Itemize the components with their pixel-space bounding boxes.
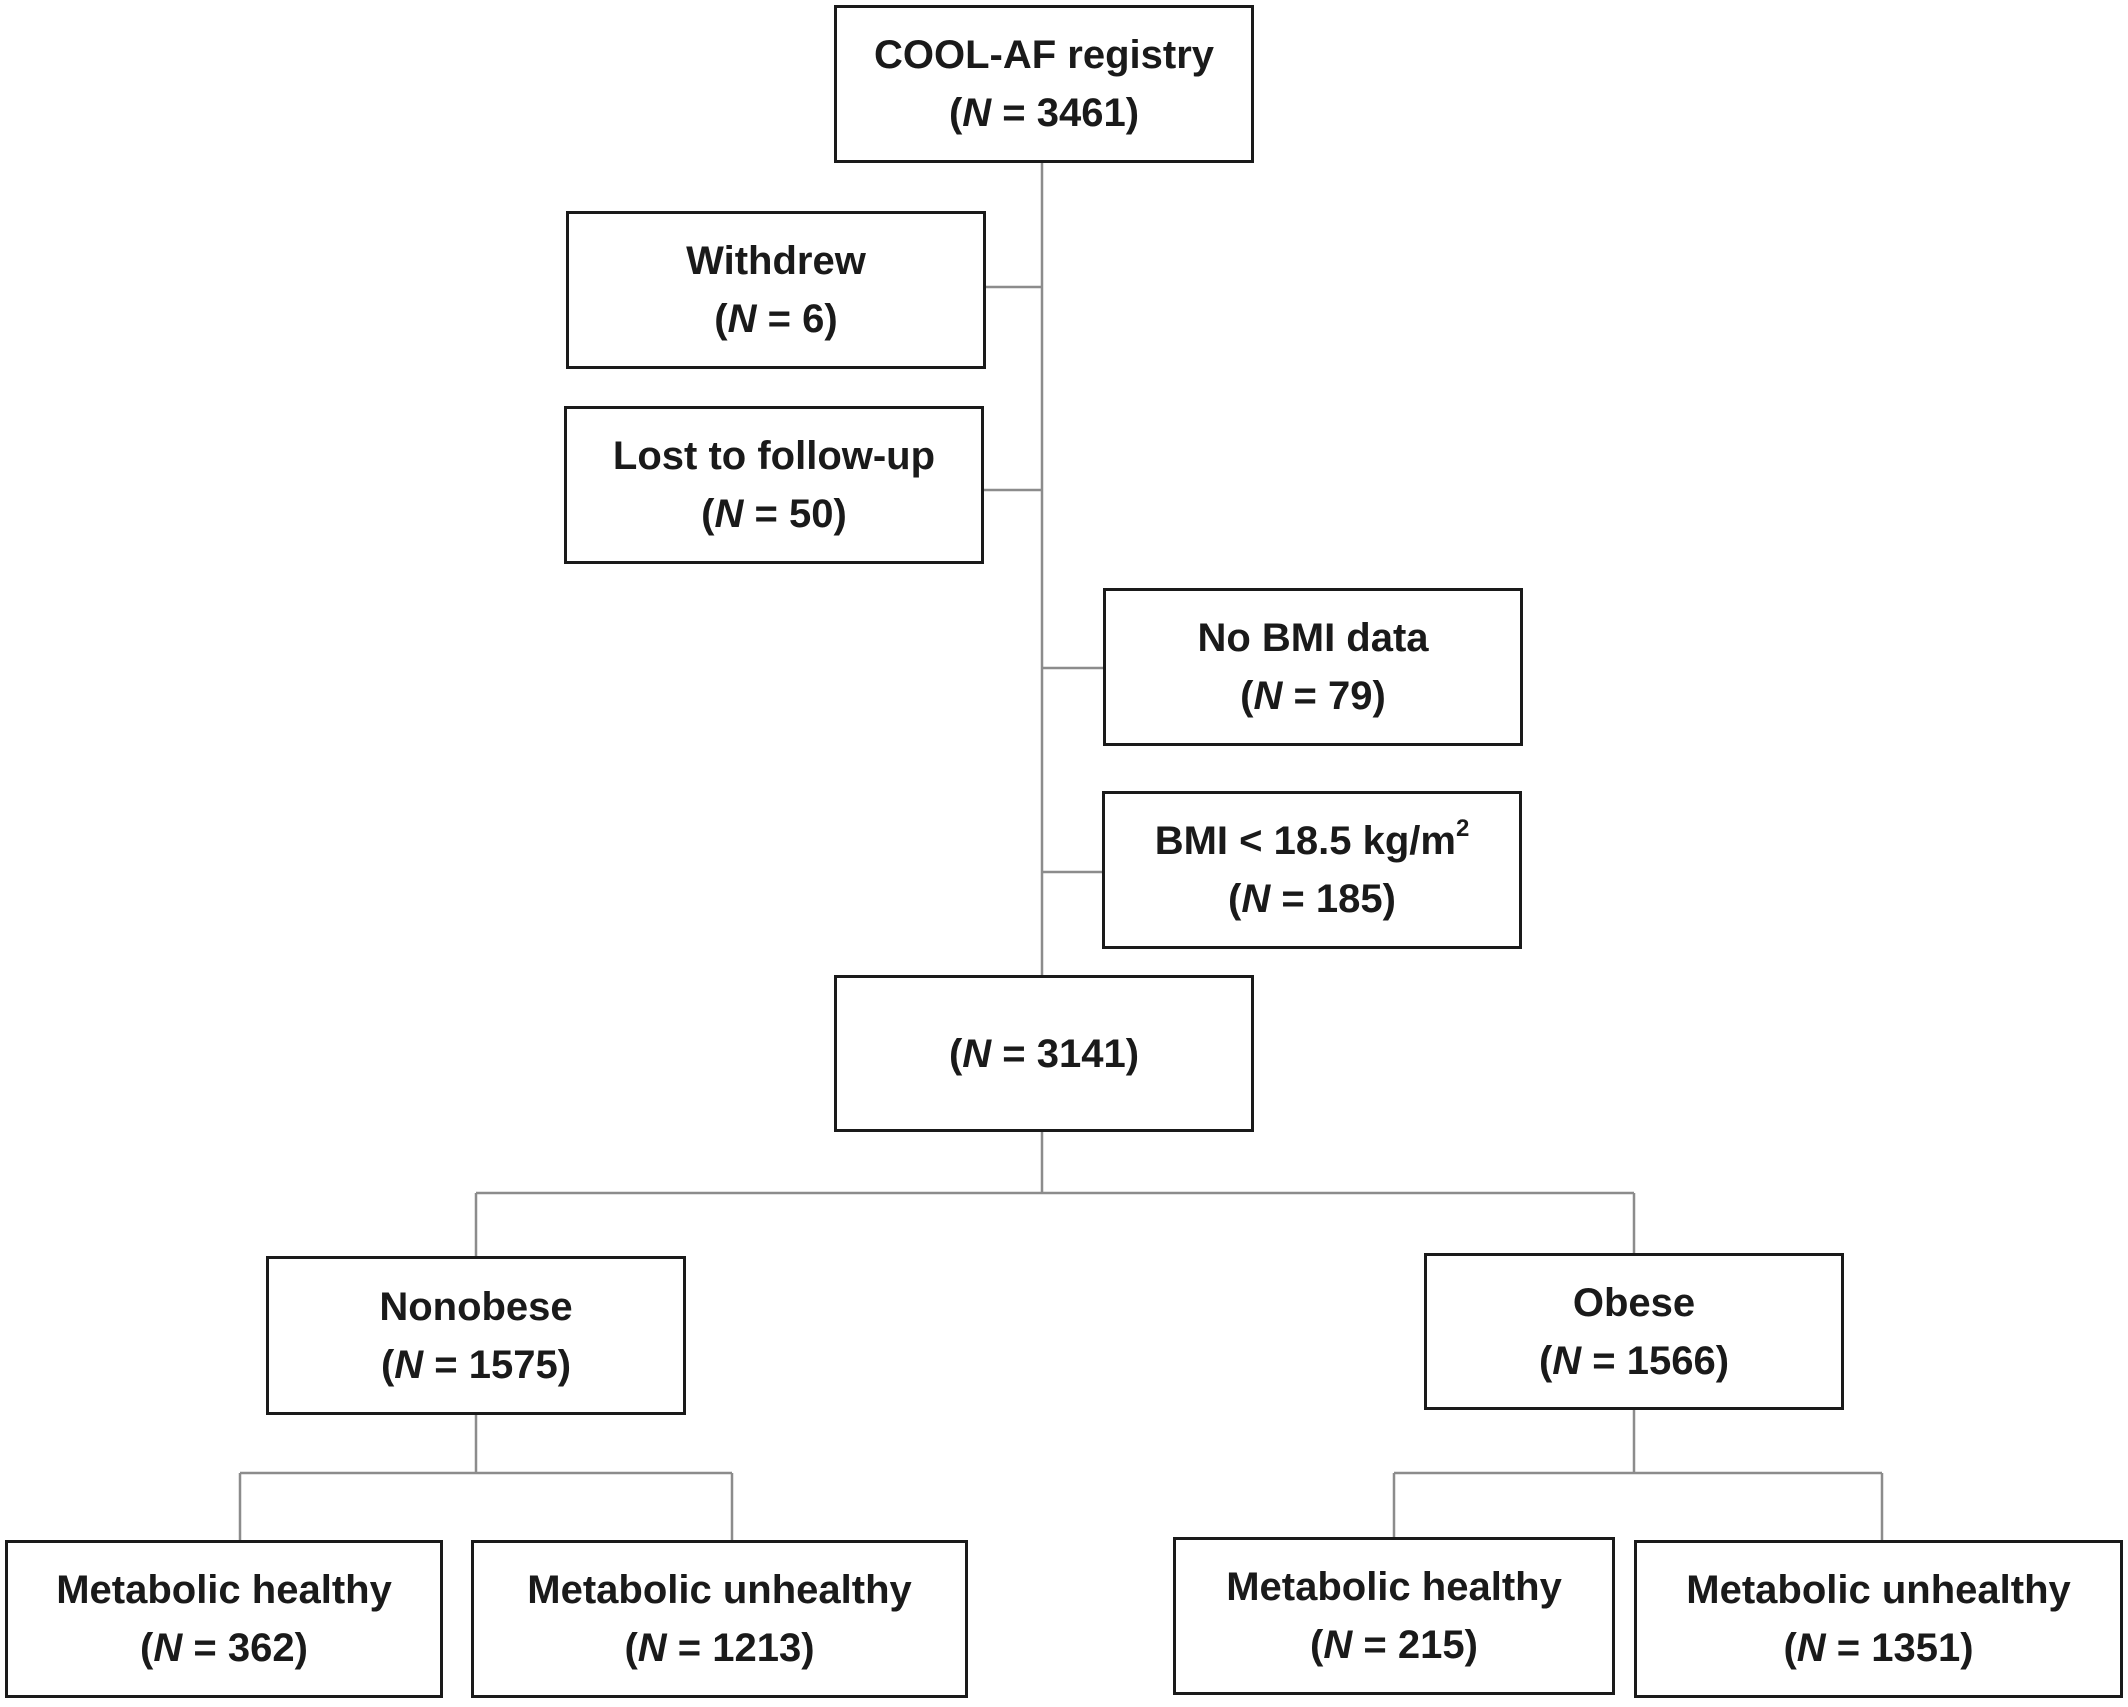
nonobese-metabolic-unhealthy-count: (N = 1213) — [624, 1626, 815, 1670]
obese-metabolic-healthy-count: (N = 215) — [1310, 1623, 1478, 1667]
obese-metabolic-healthy-box: Metabolic healthy (N = 215) — [1173, 1537, 1615, 1695]
included-count: (N = 3141) — [948, 1031, 1140, 1076]
obese-metabolic-unhealthy-count: (N = 1351) — [1783, 1626, 1974, 1670]
obese-label: Obese — [1572, 1280, 1696, 1325]
low-bmi-count: (N = 185) — [1228, 877, 1396, 921]
registry-count: (N = 3461) — [948, 91, 1140, 135]
nonobese-metabolic-healthy-count: (N = 362) — [140, 1626, 308, 1670]
no-bmi-data-label: No BMI data — [1197, 616, 1429, 660]
obese-metabolic-unhealthy-label: Metabolic unhealthy — [1686, 1568, 2071, 1612]
obese-box: Obese (N = 1566) — [1424, 1253, 1844, 1410]
nonobese-box: Nonobese (N = 1575) — [266, 1256, 686, 1415]
obese-count: (N = 1566) — [1538, 1338, 1730, 1383]
lost-to-follow-up-label: Lost to follow-up — [612, 434, 936, 478]
lost-to-follow-up-count: (N = 50) — [701, 492, 847, 536]
withdrew-box: Withdrew (N = 6) — [566, 211, 986, 369]
registry-label: COOL-AF registry — [873, 33, 1215, 77]
obese-metabolic-healthy-label: Metabolic healthy — [1226, 1565, 1562, 1609]
nonobese-metabolic-healthy-box: Metabolic healthy (N = 362) — [5, 1540, 443, 1698]
registry-box: COOL-AF registry (N = 3461) — [834, 5, 1254, 163]
no-bmi-data-box: No BMI data (N = 79) — [1103, 588, 1523, 746]
withdrew-count: (N = 6) — [714, 297, 838, 341]
obese-metabolic-unhealthy-box: Metabolic unhealthy (N = 1351) — [1634, 1540, 2123, 1698]
low-bmi-label: BMI < 18.5 kg/m2 — [1154, 814, 1470, 863]
low-bmi-box: BMI < 18.5 kg/m2 (N = 185) — [1102, 791, 1522, 949]
withdrew-label: Withdrew — [686, 239, 866, 283]
nonobese-count: (N = 1575) — [380, 1342, 572, 1387]
included-box: (N = 3141) — [834, 975, 1254, 1132]
nonobese-metabolic-healthy-label: Metabolic healthy — [56, 1568, 392, 1612]
nonobese-metabolic-unhealthy-label: Metabolic unhealthy — [527, 1568, 912, 1612]
nonobese-label: Nonobese — [379, 1284, 573, 1329]
lost-to-follow-up-box: Lost to follow-up (N = 50) — [564, 406, 984, 564]
nonobese-metabolic-unhealthy-box: Metabolic unhealthy (N = 1213) — [471, 1540, 968, 1698]
no-bmi-data-count: (N = 79) — [1240, 674, 1386, 718]
